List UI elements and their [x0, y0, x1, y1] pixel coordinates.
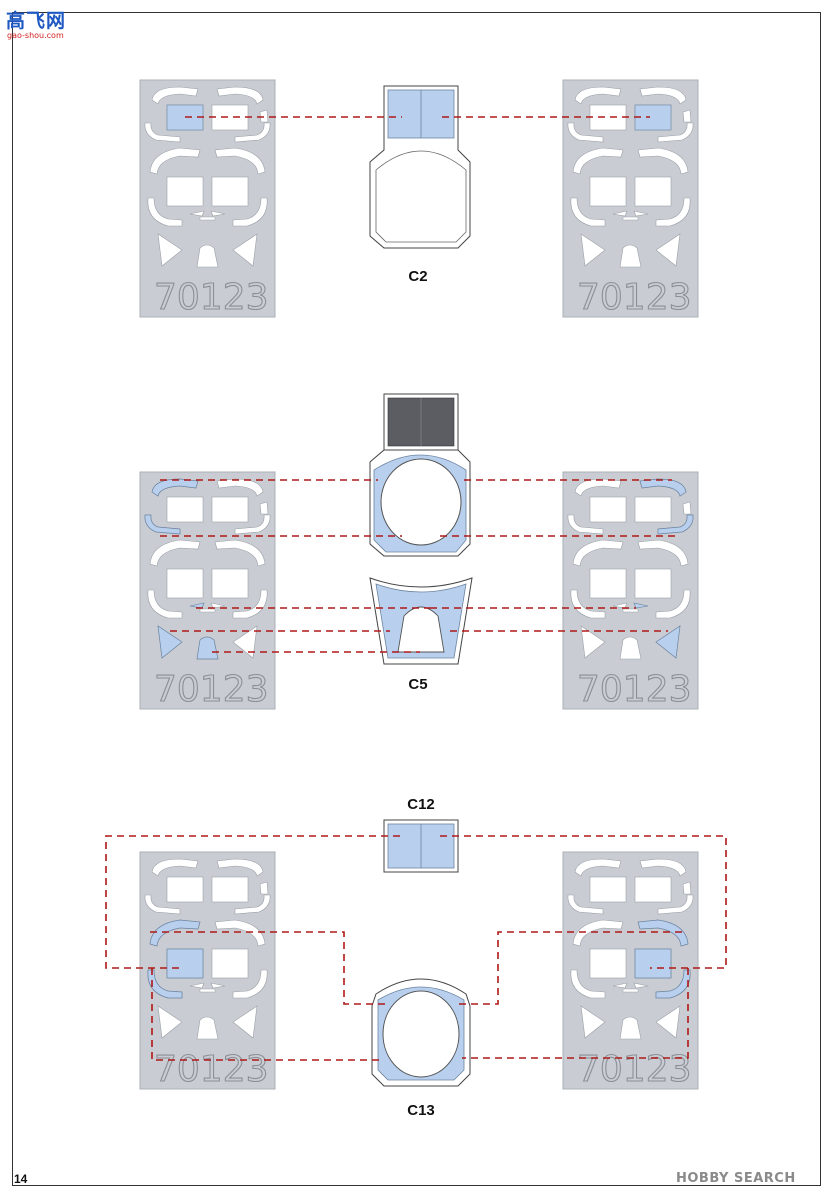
label-c2: C2 — [408, 268, 428, 285]
label-c5: C5 — [408, 676, 428, 693]
sheet-row3-right — [562, 851, 699, 1091]
guide-lines-row3 — [105, 835, 727, 1061]
label-c12: C12 — [407, 796, 435, 813]
page-number: 14 — [14, 1172, 28, 1186]
site-logo-url: gao-shou.com — [7, 31, 64, 40]
guide-lines-row2 — [160, 479, 678, 653]
canopy-c13 — [371, 978, 471, 1087]
watermark-logo: HOBBY SEARCH — [676, 1171, 796, 1186]
sheet-row1-left — [139, 79, 276, 319]
canopy-c5-rear — [369, 577, 473, 665]
site-logo: 高飞网 gao-shou.com — [4, 6, 76, 40]
page-border — [12, 12, 821, 1186]
canopy-c2 — [369, 85, 471, 249]
canopy-c5-front — [369, 393, 471, 557]
sheet-row2-right — [562, 471, 699, 711]
label-c13: C13 — [407, 1102, 435, 1119]
site-logo-text: 高飞网 — [6, 10, 67, 32]
sheet-row2-left — [139, 471, 276, 711]
sheet-row3-left — [139, 851, 276, 1091]
sheet-row1-right — [562, 79, 699, 319]
canopy-c12 — [383, 819, 459, 873]
